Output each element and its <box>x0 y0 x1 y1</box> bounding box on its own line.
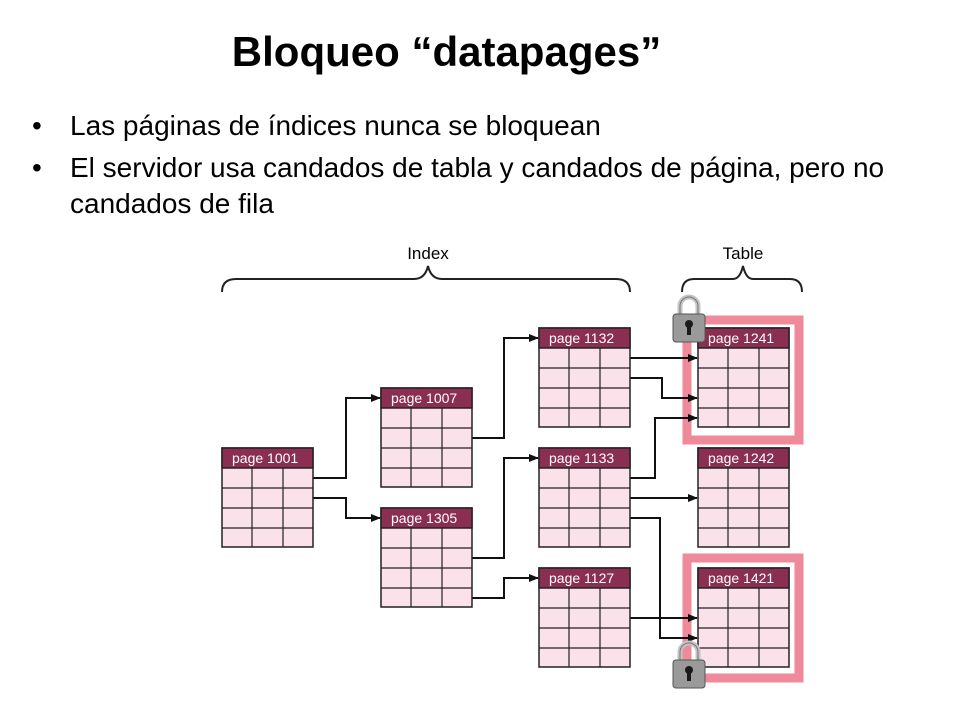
table-label: Table <box>723 244 764 263</box>
lock-highlight-frame-1241 <box>682 315 804 445</box>
bullet-item-index-pages: Las páginas de índices nunca se bloquean <box>30 108 930 144</box>
page-1133: page 1133 <box>538 447 631 548</box>
arrow-1007-to-1132 <box>472 334 539 439</box>
index-brace <box>221 265 631 293</box>
page-1305: page 1305 <box>380 507 473 608</box>
page-1242: page 1242 <box>697 447 790 548</box>
slide-title: Bloqueo “datapages” <box>231 28 662 75</box>
page-1421-label: page 1421 <box>708 570 774 586</box>
page-1007-label: page 1007 <box>391 390 457 406</box>
bullet-item-lock-types: El servidor usa candados de tabla y cand… <box>30 150 930 222</box>
page-1241-label: page 1241 <box>708 330 774 346</box>
padlock-icon <box>672 294 706 343</box>
page-1007: page 1007 <box>380 387 473 488</box>
connector-arrows <box>313 334 698 642</box>
page-1127-label: page 1127 <box>549 570 614 586</box>
arrow-1133-to-1241 <box>630 414 698 479</box>
page-1242-label: page 1242 <box>708 450 774 466</box>
page-1127: page 1127 <box>538 567 631 668</box>
arrow-1305-to-1133 <box>472 454 539 559</box>
page-1001-label: page 1001 <box>232 450 298 466</box>
page-1305-label: page 1305 <box>391 510 457 526</box>
page-1421: page 1421 <box>697 567 790 668</box>
table-brace <box>681 265 803 293</box>
page-1133-label: page 1133 <box>549 450 614 466</box>
index-label: Index <box>407 244 449 263</box>
arrow-1133-to-1421-b <box>630 517 698 642</box>
arrow-1305-to-1127 <box>472 574 539 599</box>
page-1132-label: page 1132 <box>549 330 614 346</box>
arrow-1001-to-1305 <box>313 497 381 522</box>
arrow-1001-to-1007 <box>313 394 381 479</box>
page-1001: page 1001 <box>221 447 314 548</box>
padlock-icon <box>672 640 706 689</box>
page-1241: page 1241 <box>697 327 790 428</box>
arrow-1132-to-1241-b <box>630 377 698 402</box>
bullet-list: Las páginas de índices nunca se bloquean… <box>30 108 930 228</box>
page-1132: page 1132 <box>538 327 631 428</box>
